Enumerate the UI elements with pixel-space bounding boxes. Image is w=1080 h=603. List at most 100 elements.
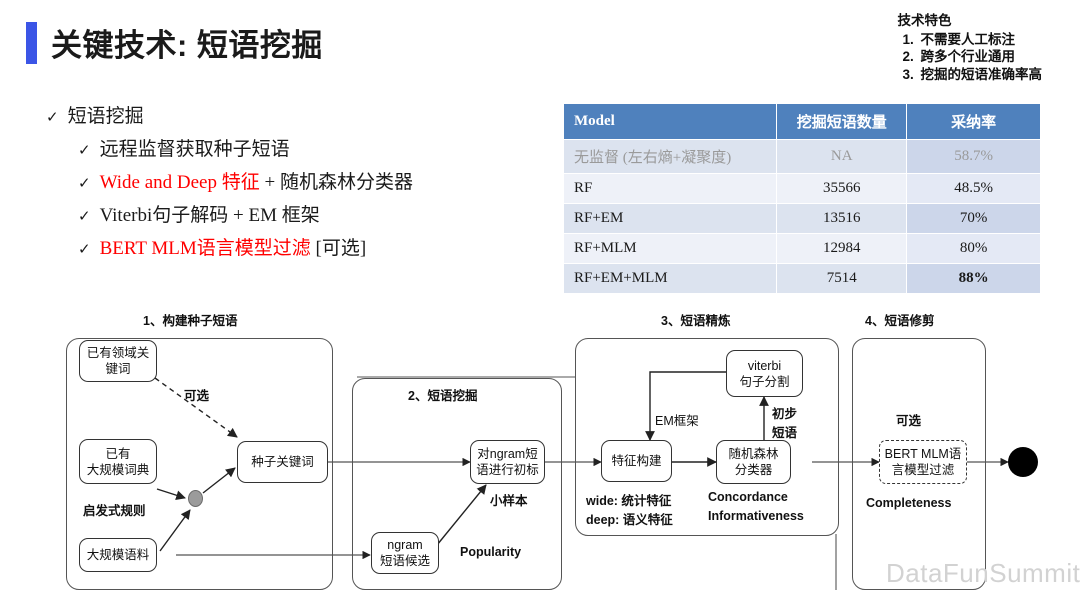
pipeline-diagram: 1、构建种子短语 2、短语挖掘 3、短语精炼 4、短语修剪 已有领域关 键词 已… bbox=[0, 300, 1080, 603]
table-row: RF+EM 13516 70% bbox=[562, 203, 1041, 234]
node-line: 言模型过滤 bbox=[891, 463, 955, 477]
stage-panel-3 bbox=[575, 338, 839, 536]
note-preliminary-phrase-2: 短语 bbox=[772, 426, 798, 440]
bullet-text: 远程监督获取种子短语 bbox=[99, 139, 290, 160]
flow-connectors bbox=[154, 371, 1009, 590]
cell-rate: 88% bbox=[906, 263, 1041, 294]
bullet-text: Viterbi句子解码 + EM 框架 bbox=[99, 205, 320, 226]
note-optional-edge: 可选 bbox=[184, 389, 210, 403]
stage-label-4: 4、短语修剪 bbox=[865, 314, 935, 328]
note-popularity: Popularity bbox=[460, 545, 522, 559]
page-title: 关键技术: 短语挖掘 bbox=[51, 28, 323, 63]
cell-model: 无监督 (左右熵+凝聚度) bbox=[562, 139, 778, 174]
bullet-item: ✓ Wide and Deep 特征 + 随机森林分类器 bbox=[78, 166, 413, 199]
node-existing-lexicon[interactable]: 已有 大规模词典 bbox=[79, 439, 157, 484]
stage-panel-4 bbox=[852, 338, 986, 590]
node-line: 分类器 bbox=[734, 463, 773, 477]
bullet-list: ✓ 短语挖掘 ✓ 远程监督获取种子短语 ✓ Wide and Deep 特征 +… bbox=[46, 100, 413, 265]
page-title-row: 关键技术: 短语挖掘 bbox=[26, 20, 323, 65]
cell-model: RF+EM+MLM bbox=[562, 263, 778, 294]
node-line: 特征构建 bbox=[611, 454, 662, 468]
col-header-count: 挖掘短语数量 bbox=[776, 103, 908, 140]
node-line: BERT MLM语 bbox=[884, 447, 962, 461]
watermark: DataFunSummit bbox=[886, 558, 1080, 588]
stage-label-1: 1、构建种子短语 bbox=[143, 314, 238, 328]
node-line: ngram bbox=[387, 538, 423, 552]
flow-endpoint bbox=[1008, 447, 1038, 477]
node-ngram-initial-label[interactable]: 对ngram短 语进行初标 bbox=[470, 440, 545, 484]
node-line: 对ngram短 bbox=[477, 447, 538, 461]
results-table: Model 挖掘短语数量 采纳率 无监督 (左右熵+凝聚度) NA 58.7% … bbox=[562, 103, 1041, 294]
bullet-text: BERT MLM语言模型过滤 [可选] bbox=[99, 238, 367, 259]
table-row: RF 35566 48.5% bbox=[562, 173, 1041, 204]
node-line: 键词 bbox=[105, 362, 131, 376]
check-icon: ✓ bbox=[78, 209, 91, 225]
cell-rate: 48.5% bbox=[906, 173, 1041, 204]
node-line: viterbi bbox=[747, 358, 782, 373]
note-preliminary-phrase-1: 初步 bbox=[772, 407, 798, 421]
node-domain-keywords[interactable]: 已有领域关 键词 bbox=[79, 340, 157, 382]
cell-count: 35566 bbox=[776, 173, 908, 204]
bullet-item: ✓ Viterbi句子解码 + EM 框架 bbox=[78, 199, 413, 232]
cell-model: RF bbox=[562, 173, 778, 204]
table-row: 无监督 (左右熵+凝聚度) NA 58.7% bbox=[562, 139, 1041, 174]
note-heuristic-rules: 启发式规则 bbox=[83, 504, 146, 518]
check-icon: ✓ bbox=[78, 242, 91, 258]
node-line: 已有 bbox=[105, 446, 131, 461]
table-header-row: Model 挖掘短语数量 采纳率 bbox=[562, 103, 1041, 140]
cell-count: 12984 bbox=[776, 233, 908, 264]
tech-feature-item: 不需要人工标注 bbox=[918, 31, 1043, 49]
col-header-model: Model bbox=[562, 103, 778, 140]
col-header-rate: 采纳率 bbox=[906, 103, 1041, 140]
tech-features-title: 技术特色 bbox=[897, 13, 952, 28]
stage-panel-1 bbox=[66, 338, 333, 590]
tech-features-block: 技术特色 不需要人工标注 跨多个行业通用 挖掘的短语准确率高 bbox=[898, 12, 1043, 83]
cell-model: RF+EM bbox=[562, 203, 778, 234]
cell-count: 7514 bbox=[776, 263, 908, 294]
node-line: 大规模词典 bbox=[86, 462, 150, 477]
node-bert-mlm-filter[interactable]: BERT MLM语 言模型过滤 bbox=[879, 440, 967, 484]
bullet-item: ✓ 远程监督获取种子短语 bbox=[78, 133, 413, 166]
merge-junction bbox=[188, 490, 203, 507]
check-icon: ✓ bbox=[78, 176, 91, 192]
tech-feature-item: 跨多个行业通用 bbox=[918, 48, 1043, 66]
bullet-text: 短语挖掘 bbox=[67, 106, 144, 127]
cell-rate: 80% bbox=[906, 233, 1041, 264]
node-line: 句子分割 bbox=[739, 374, 790, 389]
note-concordance: Concordance bbox=[708, 490, 788, 504]
node-line: 随机森林 bbox=[728, 447, 779, 461]
node-line: 语进行初标 bbox=[476, 463, 539, 477]
bullet-item: ✓ 短语挖掘 bbox=[46, 100, 413, 133]
stage-label-2: 2、短语挖掘 bbox=[408, 389, 478, 403]
cell-rate: 70% bbox=[906, 203, 1041, 234]
check-icon: ✓ bbox=[78, 142, 91, 159]
node-random-forest[interactable]: 随机森林 分类器 bbox=[716, 440, 791, 484]
node-ngram-candidates[interactable]: ngram 短语候选 bbox=[371, 532, 439, 574]
cell-count: NA bbox=[776, 139, 908, 174]
tech-feature-item: 挖掘的短语准确率高 bbox=[918, 66, 1043, 84]
note-informativeness: Informativeness bbox=[708, 509, 804, 523]
title-accent-bar bbox=[26, 21, 37, 64]
note-small-sample: 小样本 bbox=[490, 494, 528, 508]
node-line: 大规模语料 bbox=[86, 548, 150, 562]
note-em-framework: EM框架 bbox=[655, 414, 699, 428]
cell-rate: 58.7% bbox=[906, 139, 1041, 174]
stage-panel-2 bbox=[352, 378, 562, 590]
table-row: RF+MLM 12984 80% bbox=[562, 233, 1041, 264]
cell-model: RF+MLM bbox=[562, 233, 778, 264]
note-completeness: Completeness bbox=[866, 496, 952, 510]
note-wide-feature: wide: 统计特征 bbox=[586, 494, 672, 508]
bullet-text: Wide and Deep 特征 + 随机森林分类器 bbox=[99, 172, 413, 193]
tech-features-list: 不需要人工标注 跨多个行业通用 挖掘的短语准确率高 bbox=[898, 31, 1043, 84]
node-large-corpus[interactable]: 大规模语料 bbox=[79, 538, 157, 572]
node-line: 已有领域关 bbox=[86, 346, 150, 360]
node-line: 种子关键词 bbox=[251, 455, 314, 469]
table-row: RF+EM+MLM 7514 88% bbox=[562, 263, 1041, 294]
note-optional-stage4: 可选 bbox=[896, 414, 922, 428]
node-viterbi-segmentation[interactable]: viterbi 句子分割 bbox=[726, 350, 803, 397]
node-feature-construction[interactable]: 特征构建 bbox=[601, 440, 672, 482]
node-seed-keywords[interactable]: 种子关键词 bbox=[237, 441, 328, 483]
bullet-item: ✓ BERT MLM语言模型过滤 [可选] bbox=[78, 232, 413, 265]
node-line: 短语候选 bbox=[379, 554, 430, 568]
stage-label-3: 3、短语精炼 bbox=[661, 314, 731, 328]
